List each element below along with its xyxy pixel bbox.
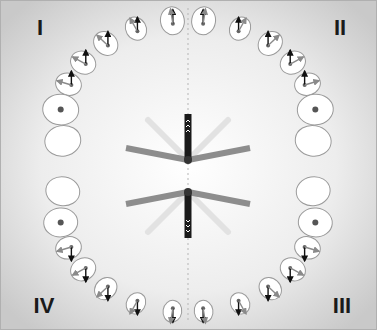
outward-force-arrow	[290, 268, 303, 275]
tooth	[294, 174, 332, 208]
lateral-bar	[188, 192, 250, 204]
outward-force-arrow	[130, 18, 137, 31]
tooth	[44, 174, 82, 208]
tooth	[90, 273, 121, 304]
outward-force-arrow	[305, 247, 319, 251]
hub	[184, 188, 192, 196]
molar-band-dot	[58, 219, 64, 225]
vertical-force-arrow	[290, 50, 291, 64]
lateral-bar	[188, 148, 250, 160]
vertical-force-arrow	[85, 50, 86, 64]
outward-force-arrow	[268, 35, 279, 45]
vertical-force-arrow	[304, 71, 305, 85]
vertical-force-arrow	[290, 268, 291, 282]
outward-force-arrow	[57, 81, 71, 85]
sagittal-bar	[185, 192, 192, 238]
outward-force-arrow	[268, 287, 279, 297]
teeth	[42, 5, 335, 324]
chevron	[186, 225, 190, 227]
tooth	[297, 207, 333, 239]
outward-force-arrow	[97, 35, 108, 45]
chevron	[186, 130, 190, 132]
tooth	[226, 289, 253, 317]
outward-force-arrow	[290, 57, 303, 64]
chevron	[186, 230, 190, 232]
vertical-force-arrow	[107, 287, 108, 301]
sagittal-bar	[185, 114, 192, 160]
outward-force-arrow	[171, 9, 173, 24]
expander-symbol	[126, 114, 250, 238]
quadrant-label: III	[333, 295, 351, 317]
outward-force-arrow	[73, 268, 86, 275]
tooth	[296, 93, 334, 126]
tooth	[122, 289, 149, 317]
molar-band-dot	[312, 219, 318, 225]
vertical-force-arrow	[304, 247, 305, 261]
vertical-force-arrow	[267, 287, 268, 301]
outward-force-arrow	[130, 301, 137, 314]
quadrant-label: II	[334, 17, 346, 39]
lateral-bar	[126, 192, 188, 204]
molar-band-dot	[312, 107, 318, 113]
tooth	[161, 299, 183, 324]
vertical-force-arrow	[71, 71, 72, 85]
outward-force-arrow	[57, 247, 71, 251]
outward-force-arrow	[239, 18, 246, 31]
tooth	[158, 5, 186, 36]
tooth	[253, 26, 287, 60]
vertical-force-arrow	[107, 31, 108, 45]
midline	[188, 8, 189, 322]
tooth	[43, 207, 79, 239]
tooth	[190, 5, 218, 36]
hub	[184, 156, 192, 164]
quadrant-label: IV	[34, 295, 55, 317]
outward-force-arrow	[203, 9, 205, 24]
outward-force-arrow	[239, 301, 246, 314]
vertical-force-arrow	[267, 31, 268, 45]
tooth	[89, 26, 123, 60]
vertical-force-arrow	[85, 268, 86, 282]
tooth	[255, 273, 286, 304]
outward-force-arrow	[171, 308, 173, 323]
molar-band-dot	[58, 107, 64, 113]
chevron	[186, 220, 190, 222]
vertical-force-arrow	[71, 247, 72, 261]
tooth	[42, 93, 80, 126]
quadrant-label: I	[37, 17, 43, 39]
tooth	[53, 234, 84, 263]
tooth	[293, 123, 334, 159]
tooth	[292, 234, 323, 263]
chevron	[186, 125, 190, 127]
chevron	[186, 120, 190, 122]
tooth	[121, 13, 151, 44]
outward-force-arrow	[305, 81, 319, 85]
lateral-bar	[126, 148, 188, 160]
tooth	[225, 13, 255, 44]
outward-force-arrow	[73, 57, 86, 64]
tooth	[193, 299, 215, 324]
outward-force-arrow	[203, 308, 205, 323]
tooth	[43, 123, 84, 159]
outward-force-arrow	[97, 287, 108, 297]
